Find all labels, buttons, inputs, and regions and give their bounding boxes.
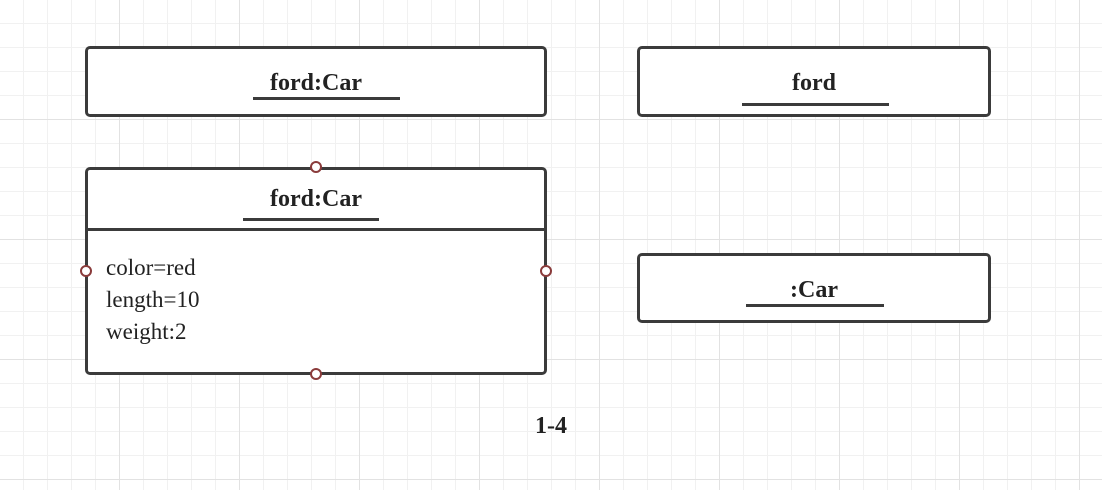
object-name: :Car	[790, 277, 838, 303]
object-box-ford[interactable]: ford	[637, 46, 991, 117]
figure-caption: 1-4	[535, 413, 567, 439]
resize-handle-left[interactable]	[80, 265, 92, 277]
resize-handle-right[interactable]	[540, 265, 552, 277]
object-name-underline	[746, 304, 884, 307]
object-name: ford:Car	[270, 186, 362, 212]
object-box-ford-car[interactable]: ford:Car	[85, 46, 547, 117]
object-name: ford:Car	[270, 70, 362, 96]
resize-handle-top[interactable]	[310, 161, 322, 173]
attribute-length: length=10	[106, 287, 200, 312]
object-name: ford	[792, 70, 836, 96]
attribute-list: color=red length=10 weight:2	[106, 252, 199, 348]
attribute-weight: weight:2	[106, 319, 187, 344]
resize-handle-bottom[interactable]	[310, 368, 322, 380]
attribute-color: color=red	[106, 255, 196, 280]
object-box-ford-car-attributes[interactable]: ford:Car color=red length=10 weight:2	[85, 167, 547, 375]
compartment-divider	[88, 228, 544, 231]
object-box-car[interactable]: :Car	[637, 253, 991, 323]
object-name-underline	[243, 218, 379, 221]
object-name-underline	[742, 103, 889, 106]
object-name-underline	[253, 97, 400, 100]
